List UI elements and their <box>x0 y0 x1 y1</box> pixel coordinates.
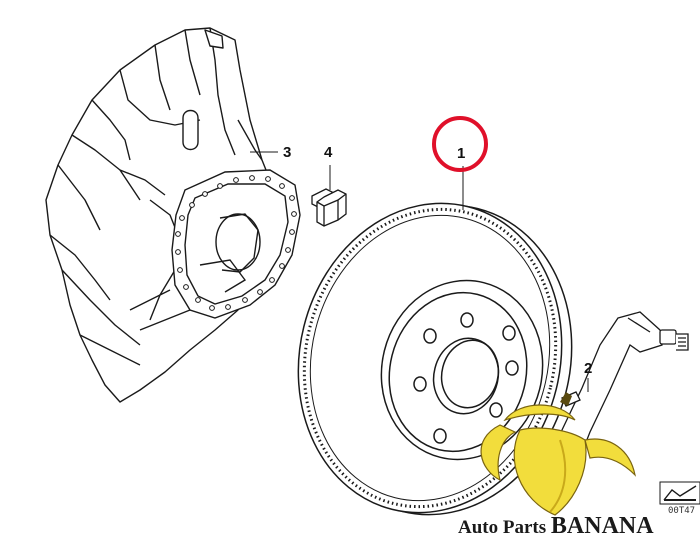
highlight-circle <box>432 116 488 172</box>
watermark-prefix: Auto Parts <box>458 517 551 538</box>
watermark-brand: Auto Parts BANANA <box>458 513 654 539</box>
callout-1: 1 <box>457 145 465 162</box>
callout-2: 2 <box>584 360 592 377</box>
diagram-ref-code: 00T47 <box>668 506 695 516</box>
watermark-name: BANANA <box>551 513 654 539</box>
callout-3: 3 <box>283 144 291 161</box>
bolt-part <box>311 188 347 227</box>
banana-logo <box>480 392 636 516</box>
callout-leaders <box>250 151 589 392</box>
hub-flange <box>171 169 301 319</box>
callout-4: 4 <box>324 144 333 161</box>
diagram-ref-box <box>659 481 700 505</box>
